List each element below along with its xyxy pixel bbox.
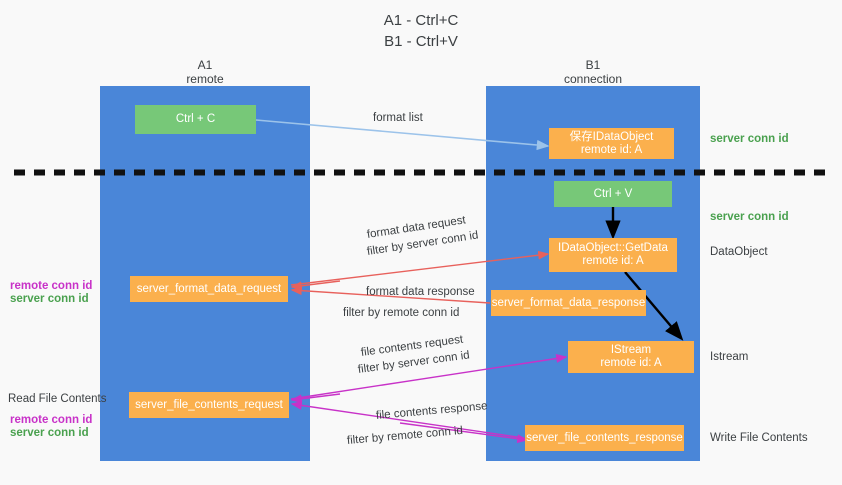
arrow-format-list [255,119,550,151]
right-note-istream: Istream [710,350,748,364]
left-note-remote-conn-id-2-text: remote conn id [10,414,93,426]
arrow-file-contents-response-head [399,422,529,444]
right-note-write-file-contents-text: Write File Contents [710,432,808,444]
edge-label-format-data-response-text: format data response [366,286,475,298]
box-save-idataobject-line2: remote id: A [580,143,643,156]
title-line-1: A1 - Ctrl+C [383,12,459,29]
box-save-idataobject-line1: 保存IDataObject [569,130,654,143]
right-note-write-file-contents: Write File Contents [710,431,808,445]
arrow-format-data-request-head [290,280,341,291]
right-note-dataobject: DataObject [710,245,768,259]
left-note-read-file-contents-text: Read File Contents [8,393,107,405]
box-ctrl-v[interactable]: Ctrl + V [554,181,672,207]
box-server-format-data-request[interactable]: server_format_data_request [130,276,288,302]
right-note-istream-text: Istream [710,351,749,363]
lane-a1-name: A1 [197,58,213,72]
arrow-format-data-response [290,286,491,304]
right-note-server-conn-id-1-text: server conn id [710,133,789,145]
box-server-format-data-request-label: server_format_data_request [136,282,282,295]
box-server-format-data-response-label: server_format_data_response [491,296,646,309]
box-save-idataobject[interactable]: 保存IDataObject remote id: A [549,128,674,159]
diagram-title: A1 - Ctrl+C B1 - Ctrl+V [0,10,842,52]
lane-header-a1: A1 remote [100,58,310,86]
box-istream-line1: IStream [610,344,652,356]
box-server-file-contents-response[interactable]: server_file_contents_response [525,425,684,451]
arrow-getdata-to-istream [624,271,684,341]
arrow-format-data-request [290,250,550,286]
edge-label-format-list: format list [373,111,423,125]
left-note-read-file-contents: Read File Contents [8,392,106,406]
left-note-server-conn-id-2: server conn id [10,426,89,440]
box-istream-line2: remote id: A [600,357,662,369]
box-getdata-line2: remote id: A [582,255,644,267]
box-istream[interactable]: IStream remote id: A [568,341,694,373]
edge-label-format-list-text: format list [373,112,423,124]
arrow-file-contents-request-head [290,393,341,404]
right-note-server-conn-id-2: server conn id [710,210,789,224]
left-note-remote-conn-id-2: remote conn id [10,413,92,427]
left-note-remote-conn-id-1-text: remote conn id [10,280,93,292]
remote-conn-id-text-1: remote conn id [383,307,460,319]
left-note-server-conn-id-1-text: server conn id [10,293,89,305]
box-ctrl-c-label: Ctrl + C [175,113,216,125]
edge-label-format-data-response: format data response [366,285,475,299]
box-getdata-line1: IDataObject::GetData [558,242,668,254]
box-ctrl-v-label: Ctrl + V [593,187,633,200]
box-server-format-data-response[interactable]: server_format_data_response [491,290,646,316]
box-idataobject-getdata[interactable]: IDataObject::GetData remote id: A [549,238,677,272]
lane-b1-sub: connection [563,72,623,86]
lane-b1-name: B1 [585,58,601,72]
left-note-server-conn-id-2-text: server conn id [10,427,89,439]
left-note-remote-conn-id-1: remote conn id [10,279,92,293]
filter-by-text-4: filter by [346,431,385,447]
filter-by-text-2: filter by [343,307,381,319]
box-server-file-contents-request-label: server_file_contents_request [135,398,283,411]
lane-a1-sub: remote [186,72,224,86]
right-note-dataobject-text: DataObject [710,246,768,258]
right-note-server-conn-id-1: server conn id [710,132,789,146]
box-server-file-contents-response-label: server_file_contents_response [526,431,683,444]
left-note-server-conn-id-1: server conn id [10,292,89,306]
edge-label-format-data-response-filter: filter by remote conn id [343,306,459,320]
box-server-file-contents-request[interactable]: server_file_contents_request [129,392,289,418]
box-ctrl-c[interactable]: Ctrl + C [135,105,256,134]
title-line-2: B1 - Ctrl+V [384,33,458,50]
right-note-server-conn-id-2-text: server conn id [710,211,789,223]
lane-header-b1: B1 connection [486,58,700,86]
arrow-file-contents-response [290,400,525,439]
arrow-file-contents-request [290,354,568,400]
